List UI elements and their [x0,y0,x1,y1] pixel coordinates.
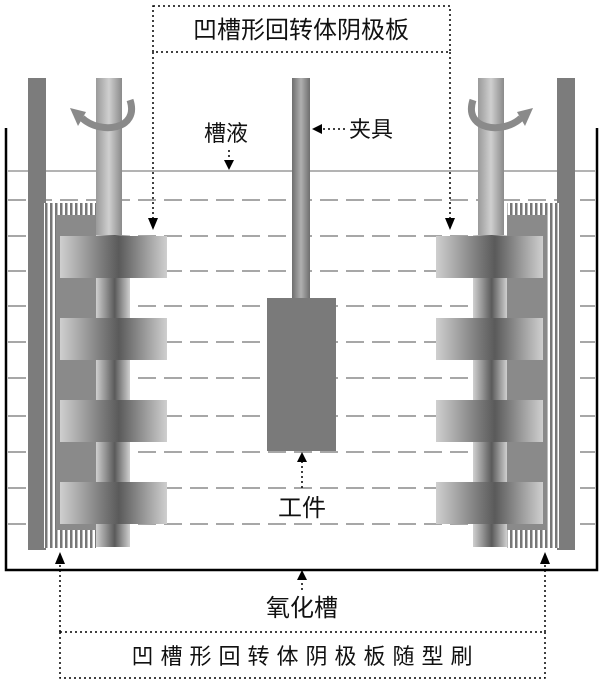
electrolyte-label: 槽液 [204,122,248,147]
clamp-label: 夹具 [349,118,393,143]
workpiece [267,298,336,451]
workpiece-label: 工件 [278,494,326,522]
top-box-label: 凹槽形回转体阴极板 [193,16,409,44]
bottom-box-label: 凹 槽 形 回 转 体 阴 极 板 随 型 刷 [132,645,473,670]
left-cathode-assembly [28,78,167,550]
right-cathode-assembly [436,78,575,550]
tank-label: 氧化槽 [266,594,338,622]
clamp-rod [292,78,310,300]
